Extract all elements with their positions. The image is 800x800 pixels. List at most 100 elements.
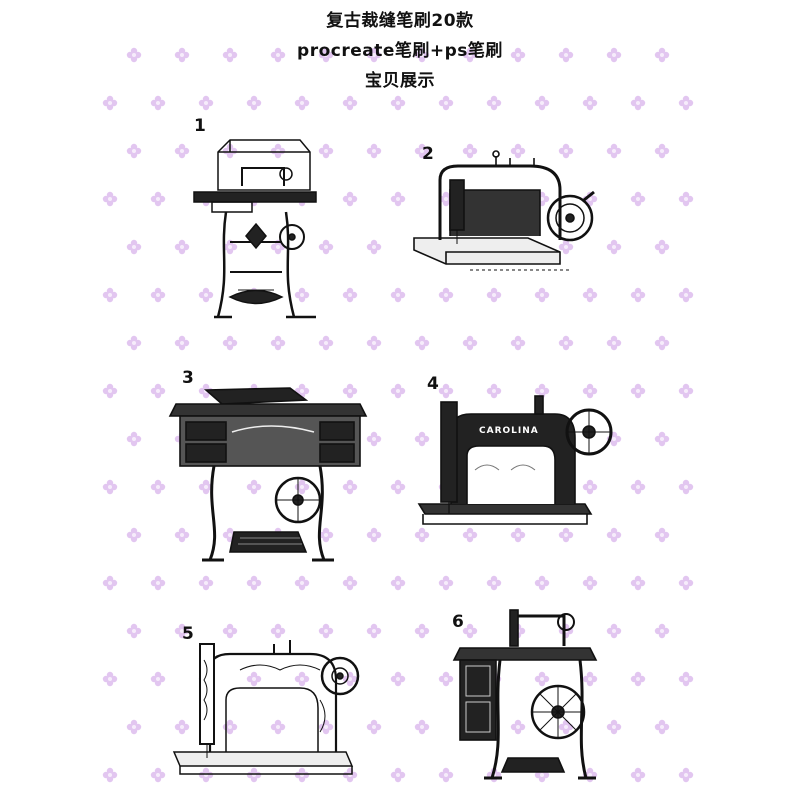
watermark-flower: [102, 383, 118, 399]
watermark-flower: [414, 335, 430, 351]
watermark-flower: [654, 143, 670, 159]
watermark-flower: [366, 335, 382, 351]
watermark-flower: [606, 143, 622, 159]
watermark-flower: [390, 287, 406, 303]
watermark-flower: [102, 95, 118, 111]
watermark-flower: [270, 335, 286, 351]
brush-item-6: 6: [440, 600, 610, 785]
watermark-flower: [342, 575, 358, 591]
watermark-flower: [126, 623, 142, 639]
watermark-flower: [390, 191, 406, 207]
watermark-flower: [582, 95, 598, 111]
watermark-flower: [342, 287, 358, 303]
treadle-sewing-machine-with-cover-icon: [193, 139, 317, 319]
watermark-flower: [366, 239, 382, 255]
brush-item-4: 4 CAROLINA: [415, 370, 615, 535]
watermark-flower: [534, 575, 550, 591]
watermark-flower: [678, 575, 694, 591]
watermark-flower: [390, 575, 406, 591]
watermark-flower: [414, 719, 430, 735]
watermark-flower: [102, 767, 118, 783]
watermark-flower: [222, 335, 238, 351]
watermark-flower: [126, 431, 142, 447]
watermark-flower: [150, 575, 166, 591]
watermark-flower: [654, 623, 670, 639]
watermark-flower: [198, 95, 214, 111]
watermark-flower: [150, 191, 166, 207]
watermark-flower: [126, 719, 142, 735]
brush-item-2: 2: [410, 140, 600, 290]
watermark-flower: [390, 383, 406, 399]
watermark-flower: [174, 143, 190, 159]
watermark-flower: [198, 575, 214, 591]
watermark-flower: [294, 95, 310, 111]
watermark-flower: [126, 335, 142, 351]
machine-brand-label: CAROLINA: [479, 426, 539, 436]
watermark-flower: [150, 287, 166, 303]
watermark-flower: [150, 671, 166, 687]
page-title: 复古裁缝笔刷20款 procreate笔刷+ps笔刷 宝贝展示: [0, 6, 800, 96]
watermark-flower: [390, 767, 406, 783]
carolina-sewing-machine-icon: CAROLINA: [417, 395, 613, 525]
watermark-flower: [630, 191, 646, 207]
watermark-flower: [102, 287, 118, 303]
watermark-flower: [558, 335, 574, 351]
item-number: 3: [182, 368, 194, 388]
watermark-flower: [510, 335, 526, 351]
title-line-3: 宝贝展示: [365, 71, 435, 91]
brush-item-3: 3: [168, 360, 370, 570]
watermark-flower: [678, 383, 694, 399]
watermark-flower: [654, 335, 670, 351]
watermark-flower: [486, 95, 502, 111]
watermark-flower: [150, 95, 166, 111]
watermark-flower: [678, 479, 694, 495]
watermark-flower: [654, 431, 670, 447]
watermark-flower: [630, 767, 646, 783]
ornate-sewing-machine-icon: [172, 640, 360, 775]
item-number: 4: [427, 374, 439, 394]
watermark-flower: [654, 239, 670, 255]
brush-item-1: 1: [190, 112, 330, 327]
watermark-flower: [294, 575, 310, 591]
hand-crank-sewing-machine-icon: [413, 150, 595, 271]
watermark-flower: [630, 671, 646, 687]
watermark-flower: [150, 479, 166, 495]
watermark-flower: [678, 671, 694, 687]
item-number: 6: [452, 612, 464, 632]
watermark-flower: [486, 575, 502, 591]
watermark-flower: [150, 383, 166, 399]
watermark-flower: [246, 575, 262, 591]
watermark-flower: [102, 671, 118, 687]
title-line-2: procreate笔刷+ps笔刷: [297, 41, 503, 61]
watermark-flower: [630, 575, 646, 591]
treadle-sewing-machine-table-icon: [452, 609, 598, 780]
watermark-flower: [342, 191, 358, 207]
watermark-flower: [126, 143, 142, 159]
watermark-flower: [678, 191, 694, 207]
watermark-flower: [366, 143, 382, 159]
watermark-flower: [342, 95, 358, 111]
sewing-cabinet-treadle-icon: [168, 387, 368, 562]
watermark-flower: [390, 671, 406, 687]
watermark-flower: [606, 239, 622, 255]
watermark-flower: [414, 623, 430, 639]
watermark-flower: [150, 767, 166, 783]
watermark-flower: [630, 95, 646, 111]
watermark-flower: [678, 287, 694, 303]
item-number: 2: [422, 144, 434, 164]
watermark-flower: [438, 95, 454, 111]
watermark-flower: [654, 719, 670, 735]
watermark-flower: [534, 95, 550, 111]
watermark-flower: [174, 335, 190, 351]
title-line-1: 复古裁缝笔刷20款: [326, 11, 474, 31]
watermark-flower: [678, 767, 694, 783]
watermark-flower: [678, 95, 694, 111]
watermark-flower: [102, 191, 118, 207]
item-number: 1: [194, 116, 206, 136]
watermark-flower: [102, 479, 118, 495]
watermark-flower: [174, 239, 190, 255]
watermark-flower: [582, 575, 598, 591]
watermark-flower: [630, 287, 646, 303]
watermark-flower: [318, 335, 334, 351]
